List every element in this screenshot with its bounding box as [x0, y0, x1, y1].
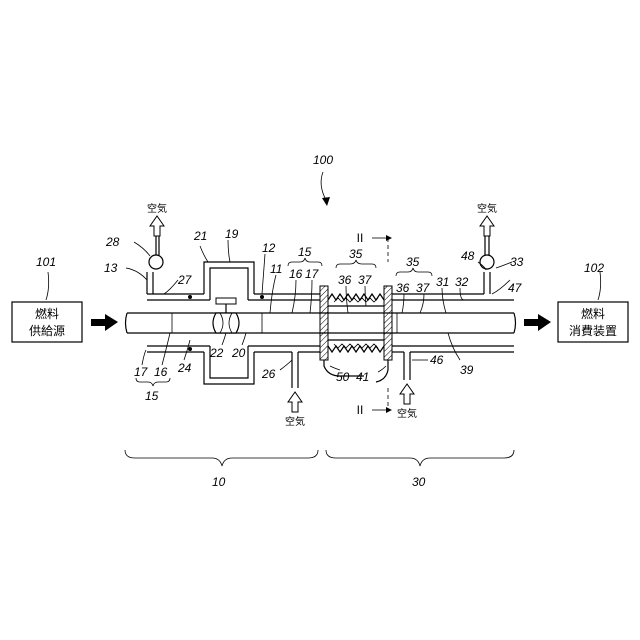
fuel-consumer-label-1: 燃料 — [581, 306, 605, 321]
ref-13: 13 — [104, 261, 118, 275]
brace-35-right — [396, 268, 432, 276]
fuel-source-label-2: 供給源 — [29, 324, 65, 338]
air-label-top-right: 空気 — [477, 202, 497, 215]
ref-26: 26 — [261, 367, 276, 381]
ref-36-right: 36 — [396, 281, 410, 295]
flow-arrow-left — [91, 314, 118, 331]
brace-30 — [326, 450, 514, 466]
ref-16-top: 16 — [289, 267, 303, 281]
air-label-bottom-left: 空気 — [285, 415, 305, 428]
ref-35-right: 35 — [406, 255, 420, 269]
air-inlet-26 — [288, 352, 302, 412]
ref-101: 101 — [36, 255, 56, 269]
ref-12: 12 — [262, 241, 276, 255]
section-mark-bottom: II — [357, 403, 364, 417]
ref-39: 39 — [460, 363, 474, 377]
ref-33: 33 — [510, 255, 524, 269]
ref-10: 10 — [212, 475, 226, 489]
air-label-bottom-right: 空気 — [397, 407, 417, 420]
flange-left — [320, 286, 328, 360]
ref-16-bottom: 16 — [154, 365, 168, 379]
outer-jacket-right — [392, 294, 514, 352]
brace-35-left — [336, 260, 376, 268]
ref-37-right: 37 — [416, 281, 431, 295]
ref-17-bottom: 17 — [134, 365, 149, 379]
flow-arrow-right — [524, 314, 551, 331]
vent-pipe-47 — [480, 216, 494, 294]
ref-48: 48 — [461, 249, 475, 263]
ref-22: 22 — [209, 346, 224, 360]
vent-pipe-27 — [147, 236, 163, 294]
ref-28: 28 — [105, 235, 120, 249]
brace-15-bottom — [136, 378, 170, 386]
ref-37-left: 37 — [358, 273, 373, 287]
ref-15-bottom: 15 — [145, 389, 159, 403]
air-label-top-left: 空気 — [147, 202, 167, 215]
ref-46: 46 — [430, 353, 444, 367]
flange-mid — [384, 286, 392, 360]
bellows-top — [328, 294, 384, 306]
ref-36-left: 36 — [338, 273, 352, 287]
ref-35-left: 35 — [349, 247, 363, 261]
ref-27: 27 — [177, 273, 193, 287]
ref-32: 32 — [455, 275, 469, 289]
bellows-bottom — [328, 340, 384, 352]
air-inlet-46 — [400, 352, 414, 404]
valve-22 — [213, 298, 239, 333]
ref-41: 41 — [356, 370, 369, 384]
fuel-source-label-1: 燃料 — [35, 306, 59, 321]
brace-10 — [125, 450, 318, 466]
section-mark-top: II — [357, 231, 364, 245]
ref-102: 102 — [584, 261, 604, 275]
ref-47: 47 — [508, 281, 523, 295]
ref-50: 50 — [336, 370, 350, 384]
air-arrow-up-left — [150, 216, 164, 236]
ref-31: 31 — [436, 275, 449, 289]
ref-100: 100 — [313, 153, 333, 167]
ref-21: 21 — [193, 229, 207, 243]
fuel-consumer-label-2: 消費装置 — [569, 323, 617, 338]
ref-30: 30 — [412, 475, 426, 489]
ref-11: 11 — [270, 262, 282, 276]
brace-15-top — [288, 258, 322, 266]
ref-17-top: 17 — [305, 267, 320, 281]
ref-24: 24 — [177, 361, 192, 375]
ref-19: 19 — [225, 227, 239, 241]
ref-15-top: 15 — [298, 245, 312, 259]
ref-20: 20 — [231, 346, 246, 360]
